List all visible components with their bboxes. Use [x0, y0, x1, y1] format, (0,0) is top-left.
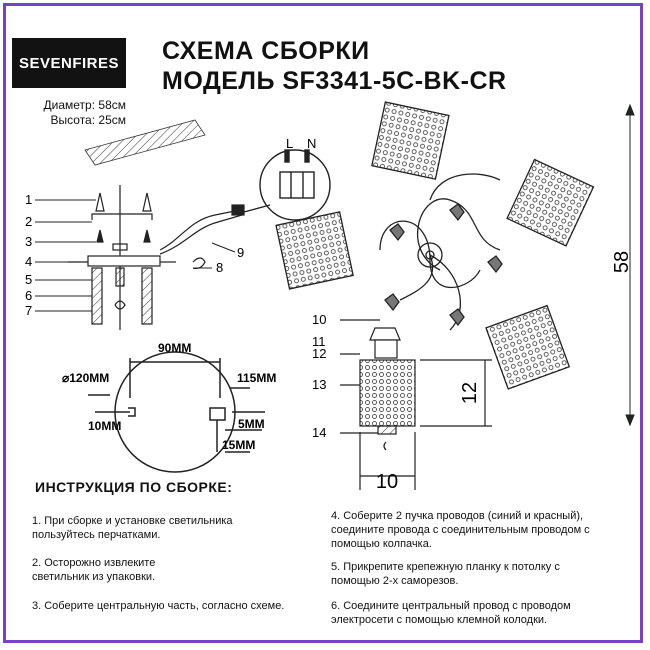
instruction-step-5: 5. Прикрепите крепежную планку к потолку…	[331, 561, 560, 587]
wiring-detail	[243, 149, 331, 221]
dim-shade-height: 12	[459, 382, 481, 404]
ceiling-hatch	[84, 119, 206, 166]
part-label-12: 12	[312, 346, 326, 361]
page-frame	[3, 3, 643, 643]
part-label-6: 6	[25, 288, 32, 303]
part-label-9: 9	[237, 245, 244, 260]
part-label-5: 5	[25, 272, 32, 287]
mount-bracket-detail	[88, 351, 265, 473]
part-labels: 1 2 3 4 5 6 7 8 9 10 11 12 13 14 L N	[25, 136, 326, 440]
overall-dimension	[625, 103, 635, 427]
chandelier-top-view	[275, 101, 595, 390]
instruction-step-6: 6. Соедините центральный провод с провод…	[331, 600, 571, 626]
part-label-11: 11	[312, 334, 326, 349]
instruction-step-2: 2. Осторожно извлеките светильник из упа…	[32, 557, 156, 583]
wire-label-n: N	[307, 136, 316, 151]
part-label-4: 4	[25, 254, 32, 269]
leader-lines-left	[35, 199, 236, 312]
dim-90mm: 90ММ	[158, 341, 191, 355]
dim-5mm: 5ММ	[238, 417, 265, 431]
specs-block: Диаметр: 58см Высота: 25см	[22, 98, 126, 128]
brand-name: SEVENFIRES	[18, 54, 120, 72]
part-label-1: 1	[25, 192, 32, 207]
dim-120mm: ⌀120ММ	[62, 371, 109, 385]
page-title: СХЕМА СБОРКИ МОДЕЛЬ SF3341-5C-BK-CR	[162, 36, 507, 96]
spec-height: Высота: 25см	[50, 113, 126, 127]
mount-dimension-labels: 90ММ ⌀120ММ 115ММ 10ММ 5ММ 15ММ	[62, 341, 276, 452]
brand-logo: SEVENFIRES	[12, 38, 126, 88]
wire-label-l: L	[286, 136, 293, 151]
part-label-13: 13	[312, 377, 326, 392]
part-label-2: 2	[25, 214, 32, 229]
dim-10mm: 10ММ	[88, 419, 121, 433]
dim-15mm: 15ММ	[222, 438, 255, 452]
title-line-1: СХЕМА СБОРКИ	[162, 37, 370, 65]
product-dimension-labels: 58 12 10	[376, 251, 633, 493]
instruction-step-3: 3. Соберите центральную часть, согласно …	[32, 600, 285, 612]
mount-exploded-view	[68, 185, 245, 330]
instruction-step-4: 4. Соберите 2 пучка проводов (синий и кр…	[331, 510, 590, 550]
instructions-title: ИНСТРУКЦИЯ ПО СБОРКЕ:	[35, 479, 233, 495]
dim-115mm: 115ММ	[237, 371, 276, 385]
part-label-14: 14	[312, 425, 326, 440]
instruction-step-1: 1. При сборке и установке светильника по…	[32, 515, 233, 541]
part-label-10: 10	[312, 312, 326, 327]
dim-shade-width: 10	[376, 471, 398, 493]
part-label-3: 3	[25, 234, 32, 249]
spec-diameter: Диаметр: 58см	[43, 98, 126, 112]
dim-overall-58: 58	[611, 251, 633, 273]
part-label-7: 7	[25, 303, 32, 318]
part-label-8: 8	[216, 260, 223, 275]
lamp-side-view	[340, 319, 492, 490]
title-line-2: МОДЕЛЬ SF3341-5C-BK-CR	[162, 67, 507, 95]
